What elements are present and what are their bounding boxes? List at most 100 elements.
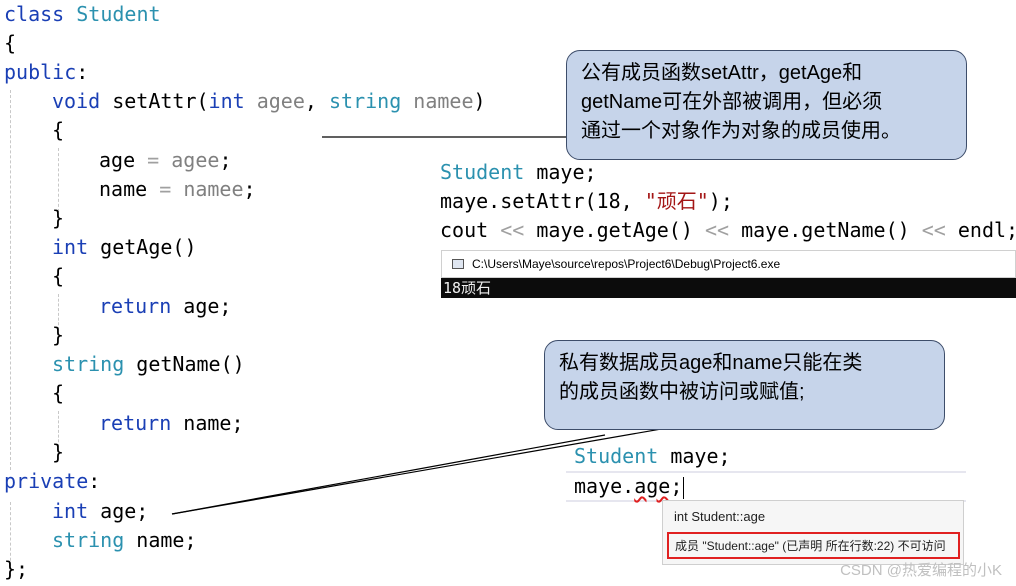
semicolon: ; — [243, 177, 256, 201]
type-name: Student — [574, 444, 659, 468]
brace: { — [52, 118, 65, 142]
identifier: maye; — [536, 160, 597, 184]
paren: ) — [473, 89, 486, 113]
console-title-bar[interactable]: C:\Users\Maye\source\repos\Project6\Debu… — [441, 250, 1016, 278]
brace: } — [52, 440, 65, 464]
string-literal: "顽石" — [644, 189, 709, 213]
code-line: void setAttr(int agee, string namee) — [52, 87, 486, 116]
code-line: { — [52, 116, 64, 145]
watermark: CSDN @热爱编程的小K — [840, 562, 1002, 579]
brace: { — [52, 264, 65, 288]
operator: = — [159, 177, 172, 201]
method-call: maye.getName() — [741, 218, 910, 242]
code-line: public: — [4, 58, 88, 87]
identifier: age; — [100, 499, 149, 523]
brace: }; — [4, 557, 29, 581]
code-line: cout << maye.getAge() << maye.getName() … — [440, 216, 1016, 245]
identifier: endl; — [957, 218, 1016, 242]
callout-line: 通过一个对象作为对象的成员使用。 — [581, 120, 901, 142]
callout-private-members: 私有数据成员age和name只能在类 的成员函数中被访问或赋值; — [544, 340, 945, 430]
text-cursor — [683, 476, 685, 499]
code-line: string getName() — [52, 350, 245, 379]
console-output: 18顽石 — [441, 278, 1016, 298]
semicolon: ; — [670, 474, 683, 498]
code-line: } — [52, 204, 64, 233]
function-name: getName() — [136, 352, 245, 376]
comma: , — [304, 89, 317, 113]
intellisense-tooltip: int Student::age 成员 "Student::age" (已声明 … — [662, 500, 964, 565]
code-line: { — [52, 262, 64, 291]
callout-line: 的成员函数中被访问或赋值; — [559, 381, 805, 403]
tooltip-error: 成员 "Student::age" (已声明 所在行数:22) 不可访问 — [667, 532, 960, 559]
code-line: } — [52, 438, 64, 467]
code-line: return age; — [99, 292, 231, 321]
access-specifier: public — [4, 60, 77, 84]
operator: = — [147, 148, 160, 172]
code-line: class Student — [4, 0, 161, 29]
type-name: string — [52, 352, 125, 376]
keyword: return — [99, 411, 172, 435]
identifier: age — [99, 148, 136, 172]
code-line[interactable]: maye.age; — [574, 472, 685, 501]
tooltip-error-text: 成员 "Student::age" (已声明 所在行数:22) 不可访问 — [675, 539, 946, 553]
brace: } — [52, 206, 65, 230]
colon: : — [88, 469, 101, 493]
identifier: name — [99, 177, 148, 201]
method-call: maye.setAttr(18, — [440, 189, 633, 213]
class-name: Student — [76, 2, 161, 26]
keyword: void — [52, 89, 101, 113]
callout-line: getName可在外部被调用，但必须 — [581, 91, 883, 113]
console-title: C:\Users\Maye\source\repos\Project6\Debu… — [472, 257, 781, 271]
indent-guide — [10, 502, 11, 576]
connector-private-lower — [171, 434, 606, 515]
indent-guide — [10, 90, 11, 470]
type-name: string — [328, 89, 402, 113]
access-specifier: private — [4, 469, 89, 493]
brace: { — [4, 31, 17, 55]
method-call: maye.getAge() — [536, 218, 693, 242]
identifier: maye; — [670, 444, 731, 468]
type-name: string — [52, 528, 125, 552]
operator: << — [921, 218, 946, 242]
code-line: } — [52, 321, 64, 350]
callout-public-functions: 公有成员函数setAttr，getAge和 getName可在外部被调用，但必须… — [566, 50, 967, 160]
code-line: string name; — [52, 526, 197, 555]
code-line: Student maye; — [574, 442, 731, 471]
parameter: agee — [171, 148, 220, 172]
indent-guide — [58, 411, 59, 447]
code-line: Student maye; — [440, 158, 597, 187]
code-line: { — [52, 379, 64, 408]
semicolon: ; — [219, 148, 232, 172]
brace: } — [52, 323, 65, 347]
line-highlight — [566, 471, 966, 473]
error-identifier: age — [634, 474, 671, 498]
operator: << — [704, 218, 730, 242]
code-line: age = agee; — [99, 146, 231, 175]
operator: << — [500, 218, 525, 242]
callout-line: 公有成员函数setAttr，getAge和 — [581, 62, 863, 84]
console-app-icon — [452, 259, 464, 269]
code-line: maye.setAttr(18, "顽石"); — [440, 187, 733, 216]
code-line: return name; — [99, 409, 244, 438]
function-name: setAttr( — [112, 89, 209, 113]
keyword: class — [4, 2, 65, 26]
paren: ); — [708, 189, 733, 213]
indent-guide — [58, 294, 59, 330]
brace: { — [52, 381, 65, 405]
parameter: agee — [256, 89, 305, 113]
keyword: int — [208, 89, 245, 113]
keyword: int — [52, 499, 89, 523]
identifier: cout — [440, 218, 489, 242]
keyword: int — [52, 235, 89, 259]
callout-line: 私有数据成员age和name只能在类 — [559, 352, 863, 374]
code-line: int age; — [52, 497, 148, 526]
parameter: namee — [413, 89, 474, 113]
tooltip-signature: int Student::age — [674, 509, 766, 524]
function-name: getAge() — [100, 235, 197, 259]
identifier: name; — [183, 411, 244, 435]
code-line: private: — [4, 467, 100, 496]
keyword: return — [99, 294, 172, 318]
indent-guide — [58, 148, 59, 212]
type-name: Student — [440, 160, 525, 184]
code-line: int getAge() — [52, 233, 197, 262]
